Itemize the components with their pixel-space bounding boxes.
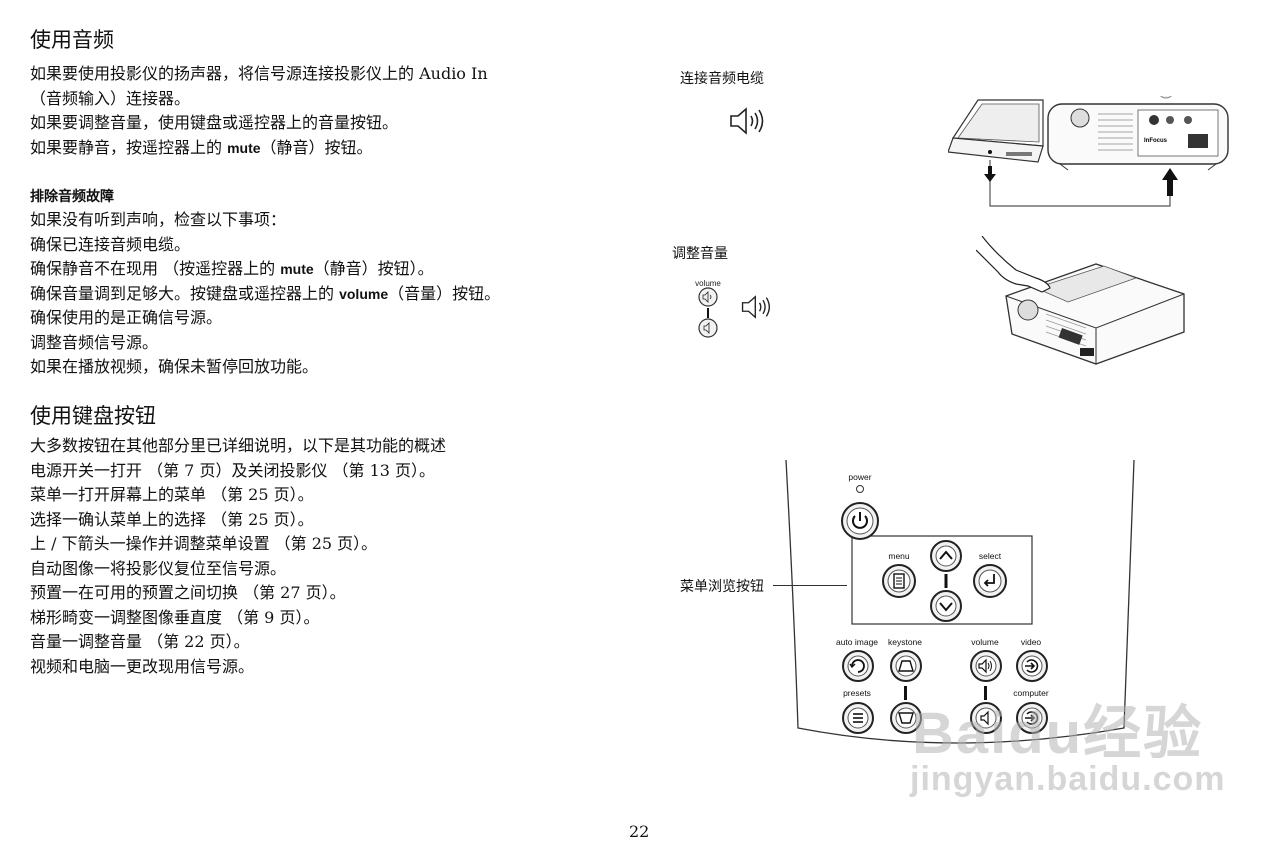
section-title-audio: 使用音频: [30, 28, 114, 52]
text-line: 确保使用的是正确信号源。: [30, 306, 500, 331]
text-line-main: （音频输入）连接器。: [30, 88, 191, 108]
small-volume-buttons: [698, 287, 718, 338]
computer-label: computer: [1013, 688, 1049, 698]
text-line-main: 梯形畸变一调整图像垂直度 （第 9 页）。: [30, 607, 320, 627]
text-line-tail: （静音）按钮。: [260, 137, 373, 157]
text-line: 如果要调整音量，使用键盘或遥控器上的音量按钮。: [30, 111, 488, 136]
text-line-main: 视频和电脑一更改现用信号源。: [30, 656, 255, 676]
auto-image-button[interactable]: [840, 648, 876, 684]
text-line: 如果在播放视频，确保未暂停回放功能。: [30, 355, 500, 380]
baidu-watermark-logo: Baidu经验: [912, 701, 1204, 766]
text-line-main: 如果要使用投影仪的扬声器，将信号源连接投影仪上的 Audio In: [30, 64, 488, 83]
text-line-tail: （静音）按钮）。: [313, 259, 434, 278]
text-line-main: 自动图像一将投影仪复位至信号源。: [30, 558, 287, 578]
text-line-main: 音量一调整音量 （第 22 页）。: [30, 632, 250, 651]
text-line: 确保静音不在现用 （按遥控器上的 mute（静音）按钮）。: [30, 257, 500, 282]
audio-paragraph: 如果要使用投影仪的扬声器，将信号源连接投影仪上的 Audio In （音频输入）连…: [30, 62, 488, 160]
volume-down-button[interactable]: [968, 700, 1004, 736]
text-line: 如果没有听到声响，检查以下事项：: [30, 208, 500, 233]
text-line: 如果要静音，按遥控器上的 mute（静音）按钮。: [30, 136, 488, 161]
video-label: video: [1020, 637, 1042, 647]
text-line-main: 预置一在可用的预置之间切换 （第 27 页）。: [30, 583, 346, 602]
power-button[interactable]: [838, 484, 882, 544]
page-number: 22: [629, 822, 650, 841]
text-line: 大多数按钮在其他部分里已详细说明，以下是其功能的概述: [30, 434, 446, 459]
button-keyword: mute: [280, 261, 314, 277]
text-line-main: 确保音量调到足够大。按键盘或遥控器上的: [30, 283, 340, 303]
menu-button[interactable]: [880, 562, 918, 600]
text-line: 选择一确认菜单上的选择 （第 25 页）。: [30, 508, 446, 533]
text-line-main: 菜单一打开屏幕上的菜单 （第 25 页）。: [30, 485, 314, 504]
text-line-main: 如果要调整音量，使用键盘或遥控器上的音量按钮。: [30, 113, 399, 132]
text-line-main: 调整音频信号源。: [30, 332, 159, 352]
text-line: 梯形畸变一调整图像垂直度 （第 9 页）。: [30, 606, 446, 631]
menu-label: menu: [888, 551, 910, 561]
select-button[interactable]: [971, 562, 1009, 600]
volume-divider: [984, 686, 987, 700]
text-line: 音量一调整音量 （第 22 页）。: [30, 630, 446, 655]
keystone-up-button[interactable]: [888, 648, 924, 684]
down-arrow-button[interactable]: [930, 590, 962, 622]
text-line: （音频输入）连接器。: [30, 87, 488, 112]
text-line: 预置一在可用的预置之间切换 （第 27 页）。: [30, 581, 446, 606]
auto-image-label: auto image: [835, 637, 879, 647]
text-line: 如果要使用投影仪的扬声器，将信号源连接投影仪上的 Audio In: [30, 62, 488, 87]
arrow-buttons: [930, 540, 962, 622]
keystone-divider: [904, 686, 907, 700]
keypad-paragraph: 大多数按钮在其他部分里已详细说明，以下是其功能的概述电源开关一打开 （第 7 页…: [30, 434, 446, 679]
section-title-keypad: 使用键盘按钮: [30, 404, 156, 428]
computer-button[interactable]: [1014, 700, 1050, 736]
video-button[interactable]: [1014, 648, 1050, 684]
keypad-panel: [785, 459, 1135, 744]
baidu-watermark-url: jingyan.baidu.com: [910, 760, 1226, 798]
text-line-main: 电源开关一打开 （第 7 页）及关闭投影仪 （第 13 页）。: [30, 460, 436, 480]
text-line-main: 如果要静音，按遥控器上的: [30, 137, 228, 157]
menu-nav-leader-line: [773, 585, 847, 586]
volume-label: volume: [971, 637, 999, 647]
keystone-label: keystone: [887, 637, 923, 647]
text-line-main: 如果没有听到声响，检查以下事项：: [30, 210, 287, 229]
text-line: 确保音量调到足够大。按键盘或遥控器上的 volume（音量）按钮。: [30, 282, 500, 307]
text-line: 电源开关一打开 （第 7 页）及关闭投影仪 （第 13 页）。: [30, 459, 446, 484]
audio-connection-diagram: InFocus: [948, 96, 1229, 207]
text-line-tail: （音量）按钮。: [388, 283, 501, 303]
select-label: select: [978, 551, 1002, 561]
power-label: power: [848, 472, 872, 482]
text-line-main: 确保静音不在现用 （按遥控器上的: [30, 259, 281, 278]
adjust-volume-caption: 调整音量: [672, 246, 728, 262]
connect-audio-caption: 连接音频电缆: [680, 71, 764, 87]
presets-label: presets: [843, 688, 871, 698]
text-line-main: 上 / 下箭头一操作并调整菜单设置 （第 25 页）。: [30, 534, 378, 553]
text-line: 自动图像一将投影仪复位至信号源。: [30, 557, 446, 582]
menu-nav-caption: 菜单浏览按钮: [680, 579, 764, 595]
presets-button[interactable]: [840, 700, 876, 736]
volume-up-button[interactable]: [968, 648, 1004, 684]
troubleshoot-title: 排除音频故障: [30, 189, 114, 205]
text-line: 菜单一打开屏幕上的菜单 （第 25 页）。: [30, 483, 446, 508]
speaker-icon: [730, 107, 764, 135]
text-line: 上 / 下箭头一操作并调整菜单设置 （第 25 页）。: [30, 532, 446, 557]
text-line-main: 大多数按钮在其他部分里已详细说明，以下是其功能的概述: [30, 436, 447, 455]
text-line: 调整音频信号源。: [30, 331, 500, 356]
brand-label: InFocus: [1144, 138, 1168, 144]
up-arrow-button[interactable]: [930, 540, 962, 572]
text-line: 视频和电脑一更改现用信号源。: [30, 655, 446, 680]
text-line-main: 确保使用的是正确信号源。: [30, 308, 223, 327]
troubleshoot-paragraph: 如果没有听到声响，检查以下事项： 确保已连接音频电缆。确保静音不在现用 （按遥控器…: [30, 208, 500, 380]
keystone-down-button[interactable]: [888, 700, 924, 736]
text-line: 确保已连接音频电缆。: [30, 233, 500, 258]
button-keyword: volume: [339, 285, 389, 302]
text-line-main: 选择一确认菜单上的选择 （第 25 页）。: [30, 509, 314, 529]
speaker-icon-volume: [741, 295, 771, 319]
text-line-main: 确保已连接音频电缆。: [30, 234, 191, 254]
projector-hand-diagram: [976, 236, 1185, 365]
button-keyword: mute: [227, 139, 261, 156]
text-line-main: 如果在播放视频，确保未暂停回放功能。: [30, 357, 319, 376]
small-volume-label: volume: [695, 279, 721, 288]
